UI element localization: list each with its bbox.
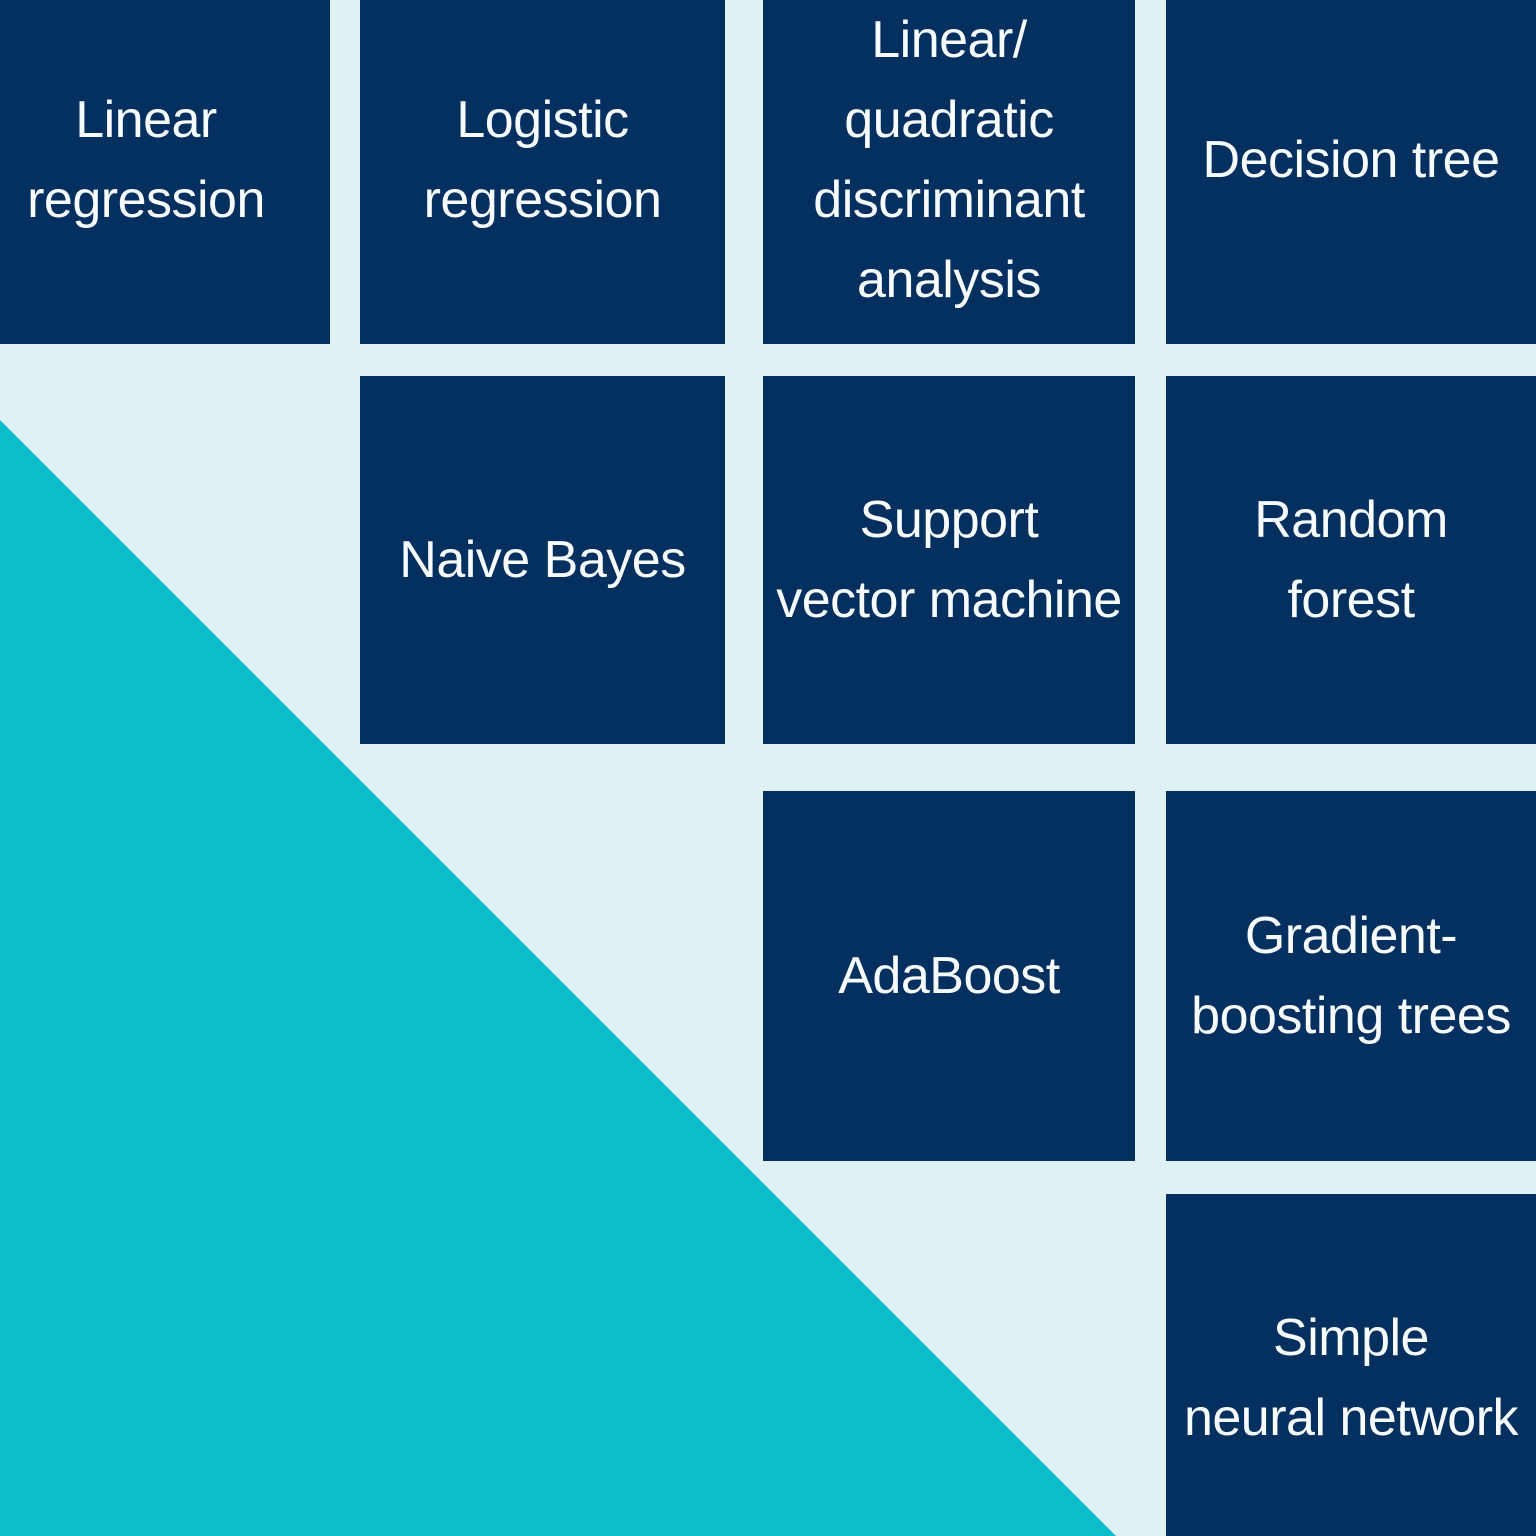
- cell-linear-quadratic-discriminant-analysis: Linear/ quadratic discriminant analysis: [763, 0, 1135, 344]
- cell-logistic-regression: Logistic regression: [360, 0, 725, 344]
- cell-adaboost: AdaBoost: [763, 791, 1135, 1161]
- cell-gradient-boosting-trees: Gradient- boosting trees: [1166, 791, 1536, 1161]
- cell-naive-bayes: Naive Bayes: [360, 376, 725, 744]
- cell-linear-regression: Linear regression: [0, 0, 330, 344]
- cell-simple-neural-network: Simple neural network: [1166, 1194, 1536, 1536]
- cell-support-vector-machine: Support vector machine: [763, 376, 1135, 744]
- cell-random-forest: Random forest: [1166, 376, 1536, 744]
- cell-decision-tree: Decision tree: [1166, 0, 1536, 344]
